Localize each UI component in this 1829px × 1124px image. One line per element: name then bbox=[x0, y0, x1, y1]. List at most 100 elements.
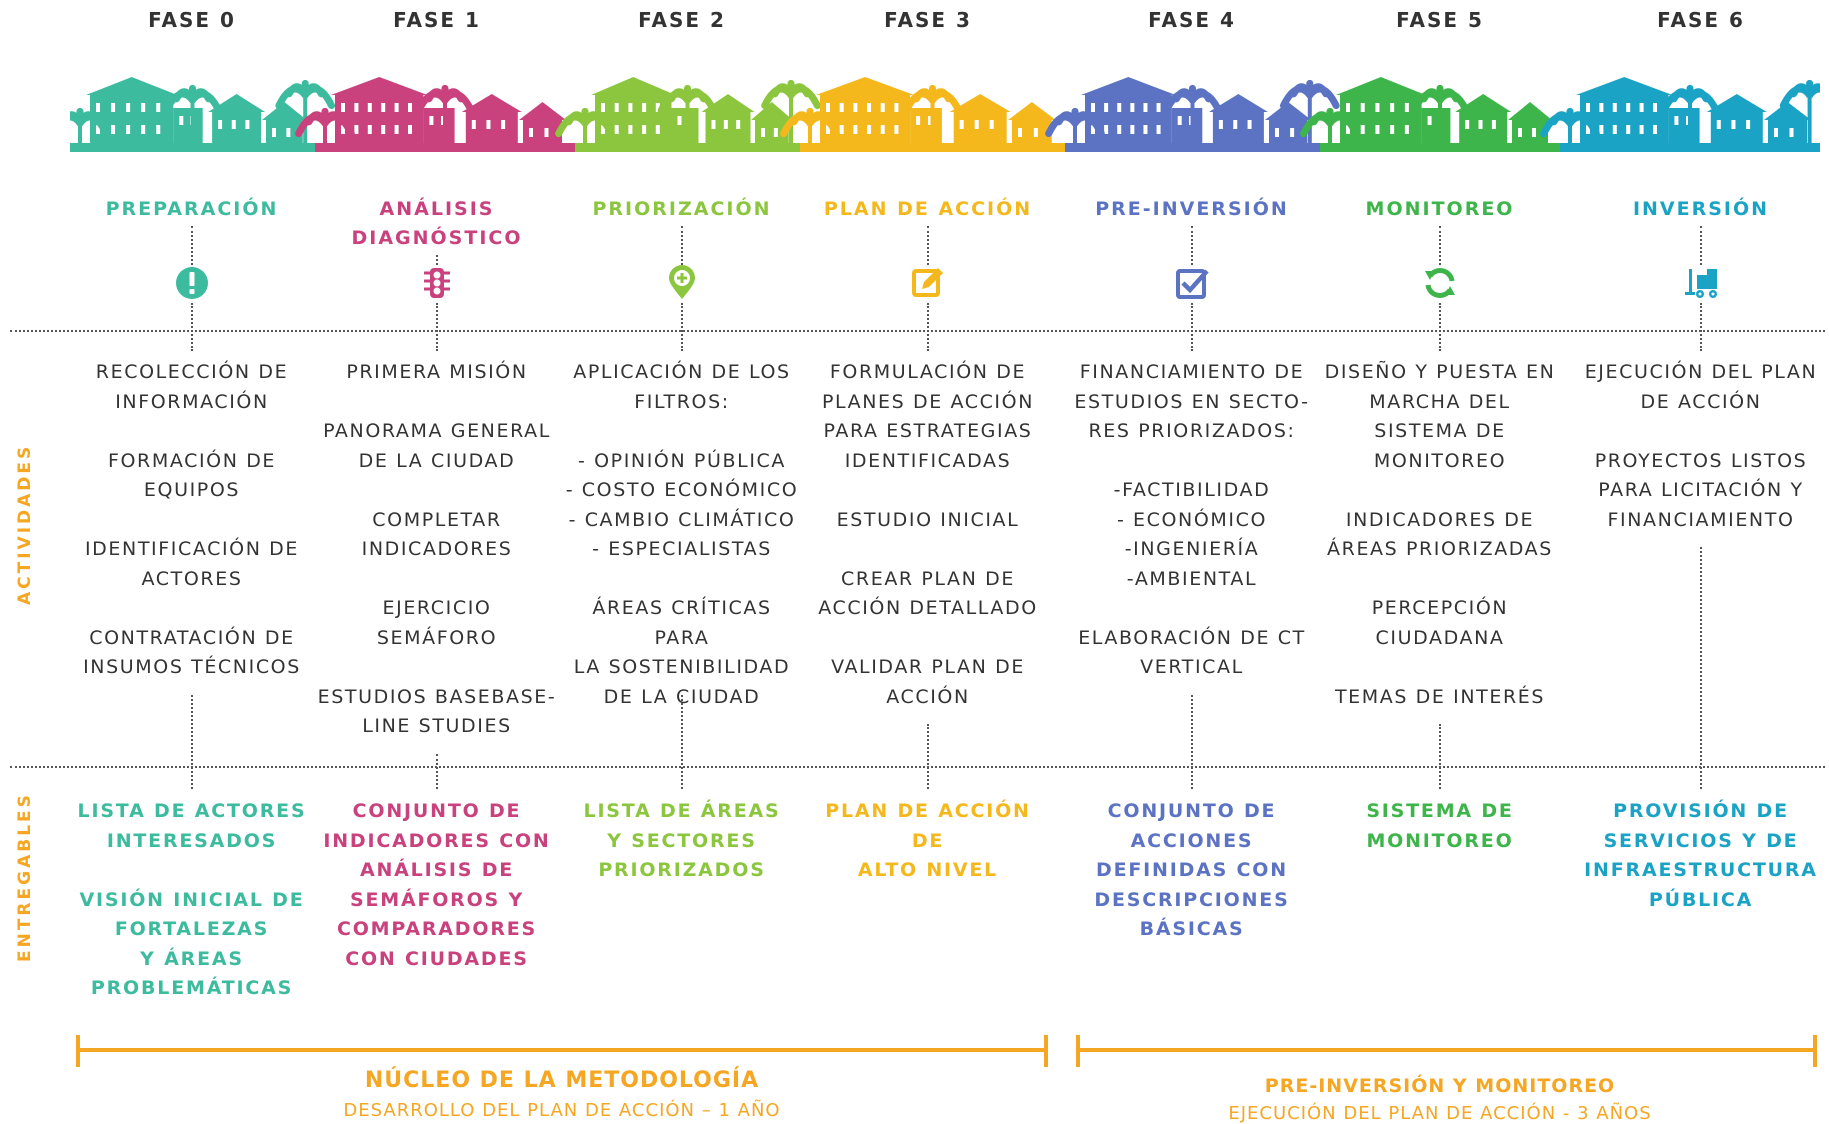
building bbox=[1212, 112, 1264, 150]
activity-line: RES PRIORIZADOS: bbox=[1088, 420, 1296, 442]
palm-trunk bbox=[1073, 123, 1077, 145]
building-window bbox=[1233, 120, 1238, 129]
activity-line: PARA LICITACIÓN Y bbox=[1598, 479, 1804, 501]
building-window bbox=[880, 103, 885, 112]
activity-spacer bbox=[317, 565, 557, 595]
activity-line: IDENTIFICACIÓN DE bbox=[84, 538, 300, 560]
activity-line: INSUMOS TÉCNICOS bbox=[83, 656, 301, 678]
building-roof bbox=[751, 102, 793, 120]
activity-line: - CAMBIO CLIMÁTICO bbox=[568, 508, 796, 531]
footer-right-subtitle: EJECUCIÓN DEL PLAN DE ACCIÓN - 3 AÑOS bbox=[1228, 1103, 1652, 1124]
connector-activities-deliverables bbox=[1700, 547, 1702, 789]
building-window bbox=[1626, 125, 1631, 134]
building-window bbox=[394, 103, 399, 112]
building-window bbox=[529, 128, 533, 137]
refresh-icon bbox=[1422, 265, 1458, 301]
deliverable-line: BÁSICAS bbox=[1139, 918, 1245, 940]
activity-spacer bbox=[562, 565, 802, 595]
building-window bbox=[1375, 103, 1380, 112]
deliverable-line: ACCIONES bbox=[1130, 829, 1254, 852]
building-window bbox=[1491, 120, 1496, 129]
palm-trunk bbox=[1568, 123, 1572, 145]
building-roof bbox=[1336, 77, 1426, 95]
building-window bbox=[853, 103, 858, 112]
building-window bbox=[989, 120, 994, 129]
phase-title: PREPARACIÓN bbox=[72, 195, 312, 224]
deliverable-line: LISTA DE ACTORES bbox=[77, 800, 307, 822]
building-window bbox=[141, 103, 146, 112]
building-window bbox=[1746, 120, 1751, 129]
activity-line: MARCHA DEL bbox=[1369, 390, 1511, 413]
building-window bbox=[1518, 128, 1522, 137]
activity-line: ACCIÓN DETALLADO bbox=[818, 597, 1038, 619]
palm-frond bbox=[76, 113, 110, 138]
palm-trunk bbox=[1190, 100, 1195, 145]
building-window bbox=[614, 103, 619, 112]
building-window bbox=[867, 103, 872, 112]
palm-trunk bbox=[323, 123, 327, 145]
activity-line: CONTRATACIÓN DE bbox=[89, 626, 295, 649]
building-window bbox=[471, 120, 476, 129]
deliverable-line: ALTO NIVEL bbox=[857, 859, 999, 881]
building-roof bbox=[262, 102, 307, 120]
building bbox=[671, 108, 699, 150]
activity-spacer bbox=[317, 653, 557, 683]
palm-trunk bbox=[1328, 123, 1332, 145]
activity-line: ACCIÓN bbox=[886, 685, 970, 708]
deliverable-line: PROVISIÓN DE bbox=[1613, 800, 1789, 822]
building-window bbox=[1639, 125, 1644, 134]
activity-spacer bbox=[1320, 565, 1560, 595]
building-window bbox=[341, 125, 345, 134]
activity-line: DISEÑO Y PUESTA EN bbox=[1324, 361, 1556, 383]
forklift-icon bbox=[1683, 265, 1719, 301]
building-window bbox=[1674, 116, 1679, 125]
building-window bbox=[736, 120, 741, 129]
activities-separator bbox=[10, 330, 1825, 332]
building-roof bbox=[519, 102, 566, 120]
building-window bbox=[272, 128, 276, 137]
activity-line: VALIDAR PLAN DE bbox=[831, 656, 1025, 678]
building-window bbox=[711, 120, 716, 129]
palm-frond bbox=[1306, 85, 1340, 110]
building-roof bbox=[1208, 94, 1268, 112]
building-window bbox=[354, 125, 359, 134]
footer-right-title: PRE-INVERSIÓN Y MONITOREO bbox=[1264, 1075, 1616, 1097]
building-window bbox=[677, 116, 682, 125]
connector-activities-deliverables bbox=[436, 753, 438, 789]
building-window bbox=[96, 103, 100, 112]
building-window bbox=[1091, 125, 1095, 134]
deliverable-line: COMPARADORES bbox=[336, 918, 538, 940]
building-window bbox=[1586, 125, 1590, 134]
activity-spacer bbox=[1320, 653, 1560, 683]
building bbox=[953, 112, 1007, 150]
building-window bbox=[642, 125, 647, 134]
activity-line: - COSTO ECONÓMICO bbox=[565, 479, 799, 501]
building-window bbox=[1346, 125, 1350, 134]
building-window bbox=[141, 125, 146, 134]
building-window bbox=[1156, 125, 1161, 134]
building-window bbox=[853, 125, 858, 134]
building-roof bbox=[1576, 77, 1673, 95]
palm-frond bbox=[1686, 90, 1720, 115]
activity-line: FINANCIAMIENTO bbox=[1607, 508, 1795, 531]
connector-icon-activities bbox=[191, 303, 193, 351]
building-roof bbox=[1706, 94, 1767, 112]
deliverable-line: CON CIUDADES bbox=[345, 947, 529, 970]
activity-line: VERTICAL bbox=[1140, 656, 1244, 678]
building-window bbox=[1177, 116, 1182, 125]
building bbox=[1459, 112, 1508, 150]
activity-spacer bbox=[1072, 594, 1312, 624]
building-window bbox=[1091, 103, 1095, 112]
connector-icon-activities bbox=[1700, 303, 1702, 351]
building-window bbox=[367, 103, 372, 112]
traffic-light-icon bbox=[419, 265, 455, 301]
phase-label: FASE 1 bbox=[393, 8, 481, 32]
